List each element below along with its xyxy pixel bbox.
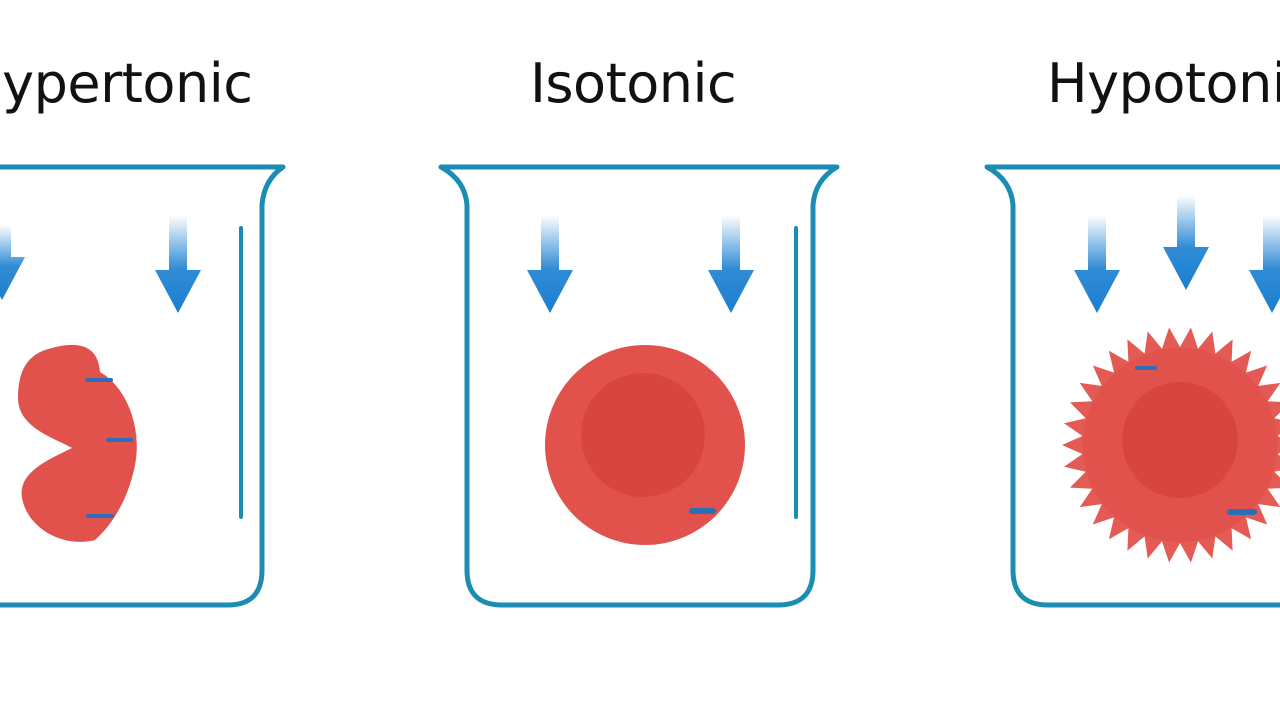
water-flow-arrow-icon (527, 215, 573, 313)
hypotonic-label: Hypotonic (1047, 52, 1280, 115)
normal-cell-center (581, 373, 705, 497)
beaker-hypotonic (984, 164, 1280, 608)
water-flow-arrow-icon (1074, 215, 1120, 313)
beaker-isotonic (438, 164, 840, 608)
isotonic-label: Isotonic (530, 52, 737, 115)
water-flow-arrow-icon (708, 215, 754, 313)
water-flow-arrow-icon (1249, 215, 1280, 313)
swollen-cell-center (1122, 382, 1238, 498)
water-flow-arrow-icon (1163, 195, 1209, 290)
beaker-hypertonic (0, 164, 286, 608)
water-flow-arrow-icon (0, 225, 25, 300)
shrunken-cell (18, 344, 137, 542)
water-flow-arrow-icon (155, 215, 201, 313)
hypertonic-label: Hypertonic (0, 52, 253, 115)
